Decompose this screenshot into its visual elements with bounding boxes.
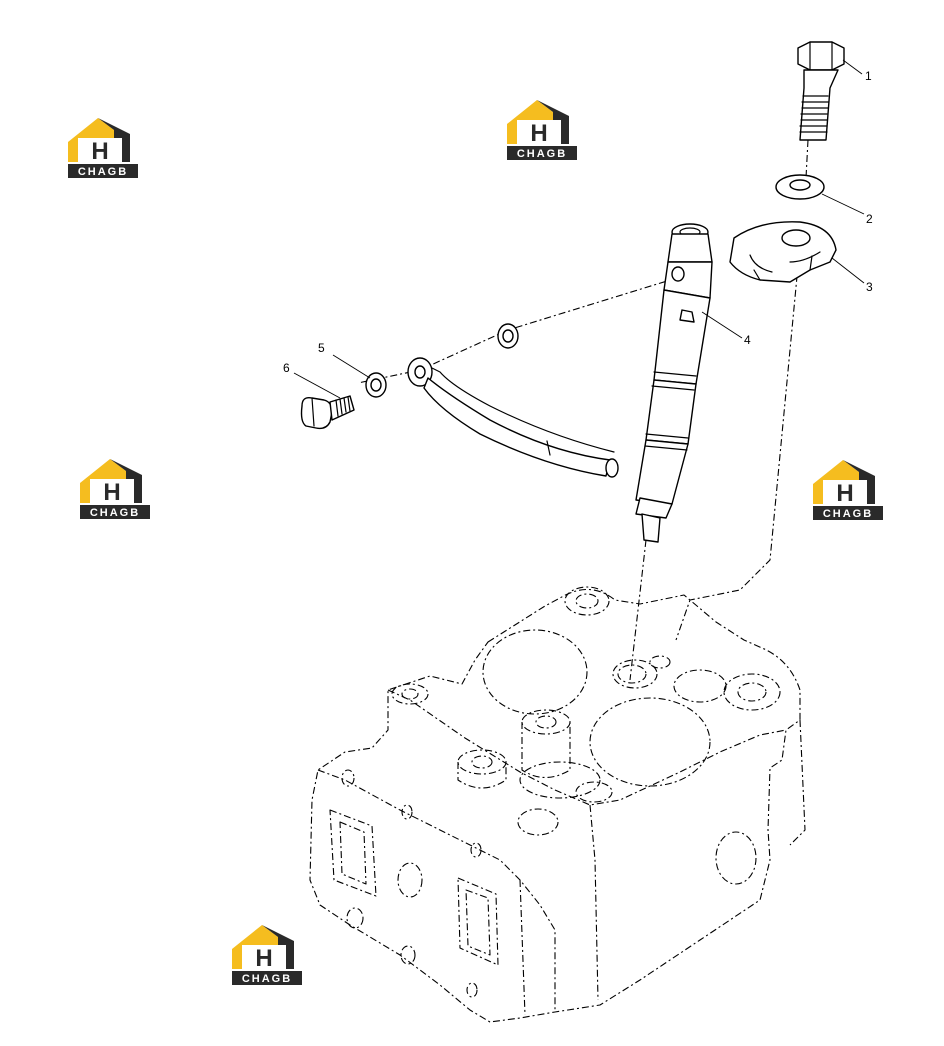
injector-part-4 — [635, 223, 713, 543]
washer-part-5 — [365, 372, 387, 398]
watermark-logo — [813, 460, 883, 520]
banjo-bolt-part-6 — [300, 395, 355, 430]
assembly-centerlines — [357, 139, 809, 681]
callout-5: 5 — [318, 341, 325, 355]
callout-leaders — [293, 59, 865, 399]
cylinder-head — [309, 586, 806, 1023]
watermark-logo — [507, 100, 577, 160]
watermark-logo — [232, 925, 302, 985]
washer-part-2 — [775, 174, 825, 200]
bolt-part-1 — [797, 41, 845, 141]
callout-4: 4 — [744, 333, 751, 347]
callout-1: 1 — [865, 69, 872, 83]
callout-6: 6 — [283, 361, 290, 375]
watermark-logo — [80, 459, 150, 519]
washer-upper — [497, 323, 519, 349]
clamp-part-3 — [729, 221, 837, 283]
callout-2: 2 — [866, 212, 873, 226]
callout-3: 3 — [866, 280, 873, 294]
fuel-pipe — [407, 357, 619, 478]
watermark-logo — [68, 118, 138, 178]
